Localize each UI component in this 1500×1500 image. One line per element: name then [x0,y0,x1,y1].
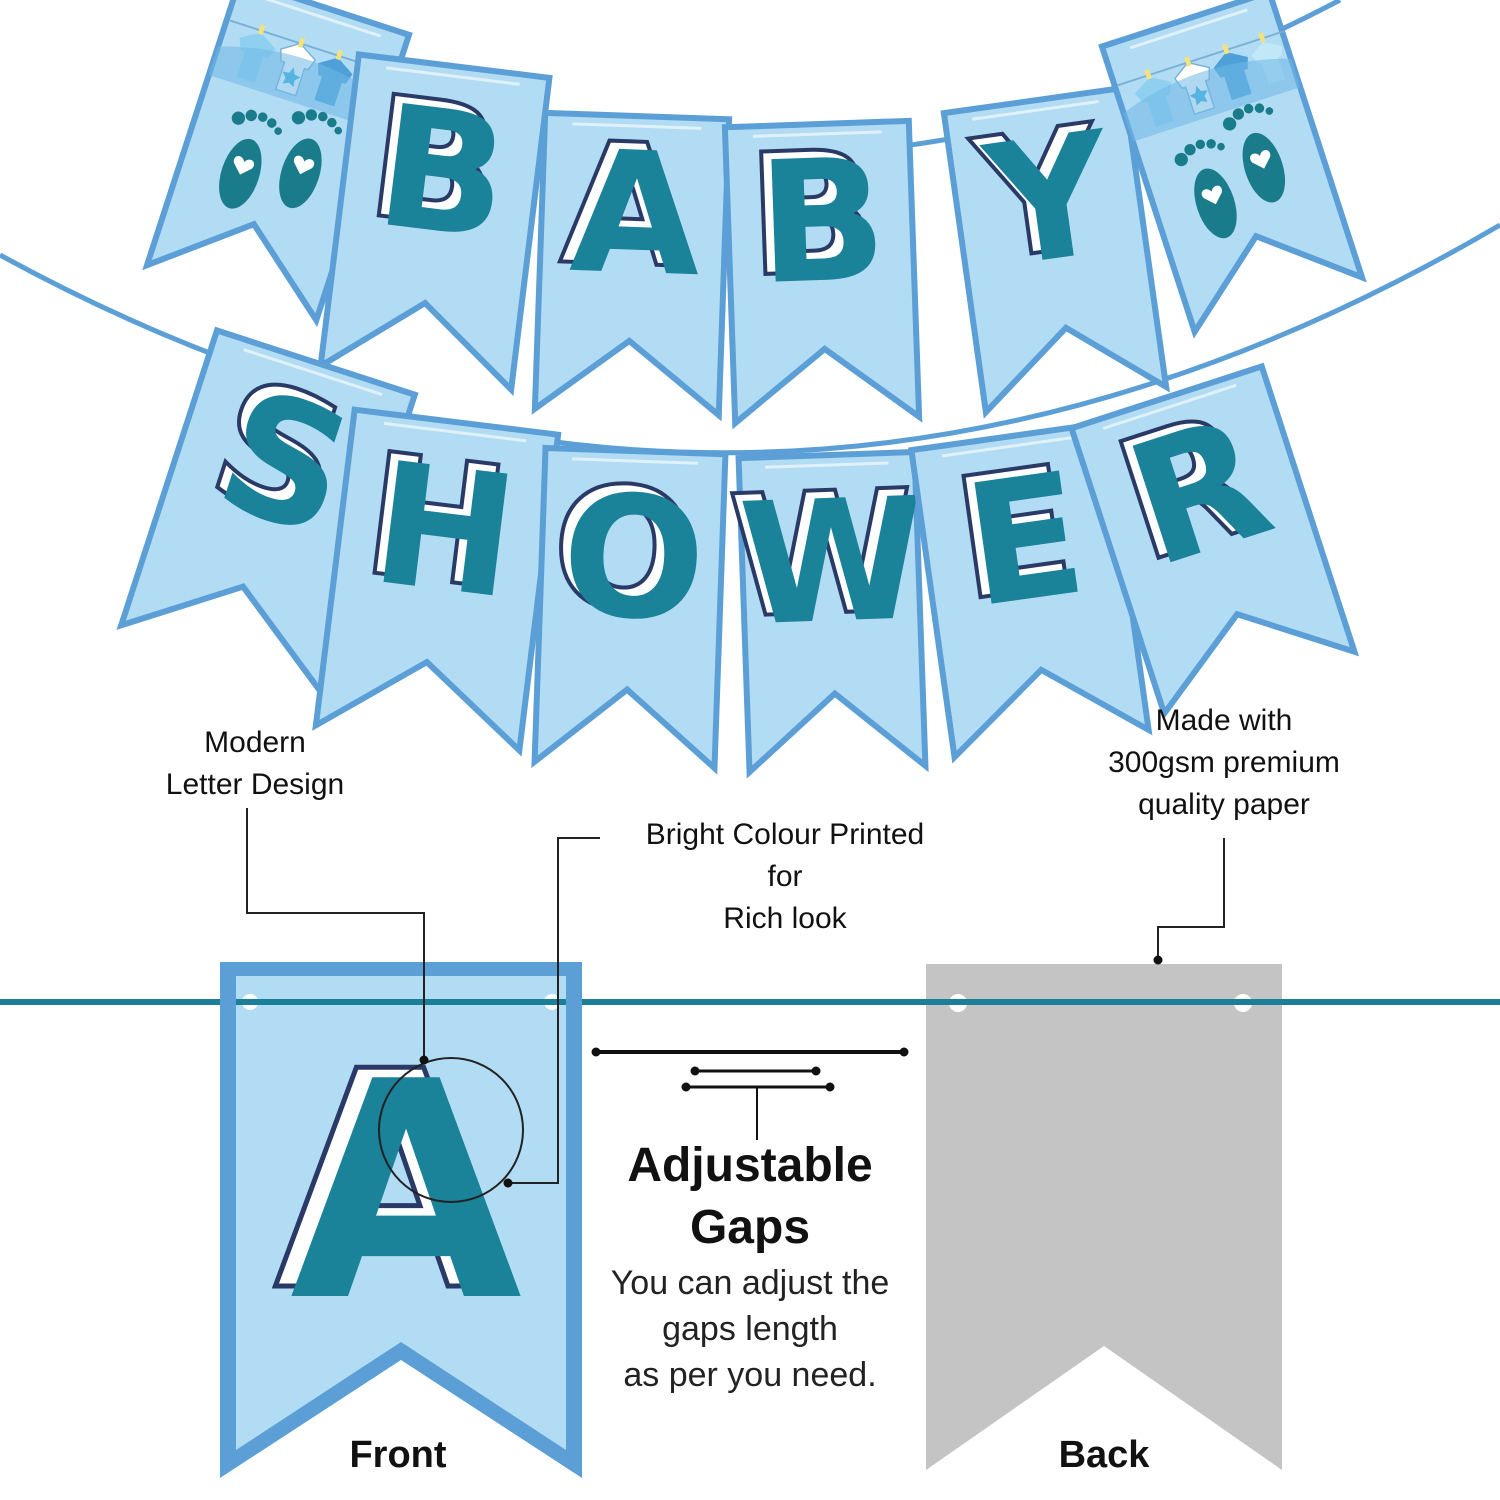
callout-bright-colour: Bright Colour Printed for Rich look [600,814,970,940]
adjustable-gaps-title: Adjustable Gaps [560,1135,940,1259]
callout-bright-colour-line: Bright Colour Printed [645,818,925,851]
banner-letter-outline: E [944,429,1085,639]
banner-pennant: AA [531,103,733,422]
banner-pennant: OO [531,444,729,775]
callout-paper: Made with 300gsm premium quality paper [1064,700,1384,826]
banner-pennant: RR [1067,362,1360,721]
front-label: Front [349,1434,447,1476]
callout-letter-design: Modern Letter Design [120,722,390,806]
banner-letter: E [955,435,1096,645]
banner-pennant: HH [312,406,562,757]
banner-letter: O [559,458,709,659]
banner-letter: W [736,461,928,663]
banner-letter: B [368,68,519,278]
banner-pennant: BB [316,51,553,397]
banner-letter: B [755,122,890,322]
banner-pennant: WW [724,448,929,779]
banner-letter: Y [974,94,1126,306]
banner-letter-outline: O [549,450,699,651]
adjustable-gaps-description-line: as per you need. [623,1356,877,1394]
adjustable-gap-icon [591,1047,909,1140]
banner-letter-outline: W [726,453,918,655]
callout-paper-line: Made with [1155,704,1293,737]
front-letter: A [290,1018,524,1367]
banner-letter-outline: B [745,114,880,314]
adjustable-gaps-title-line: Gaps [689,1201,811,1254]
callout-bright-colour-line: for [767,860,803,893]
banner-pennant: BB [721,112,923,430]
banner-letter-outline: A [558,105,695,305]
banner-letter: H [363,425,526,637]
adjustable-gaps-title-line: Adjustable [627,1139,873,1192]
back-label: Back [1058,1434,1150,1476]
banner-letter-outline: H [354,416,517,628]
callout-paper-line: 300gsm premium [1108,746,1340,779]
back-pennant [926,964,1282,1470]
front-letter-outline: A [274,1008,508,1357]
callout-leaders [246,808,1225,1184]
banner-letter-outline: B [359,59,510,269]
callout-paper-line: quality paper [1138,788,1310,821]
adjustable-gaps-description-line: You can adjust the [610,1264,890,1302]
banner-pennant: EE [907,419,1153,764]
adjustable-gaps-description-line: gaps length [662,1310,838,1348]
adjustable-gaps-description: You can adjust the gaps length as per yo… [560,1260,940,1398]
front-pennant: A A [220,962,582,1478]
callout-letter-design-line: Modern [204,726,306,759]
callout-letter-design-line: Letter Design [165,768,345,801]
colour-magnifier-circle [378,1057,524,1203]
banner-pennant: YY [940,84,1170,419]
banner-letter: A [567,114,704,314]
banner-pennant [1098,0,1367,339]
callout-bright-colour-line: Rich look [723,902,847,935]
